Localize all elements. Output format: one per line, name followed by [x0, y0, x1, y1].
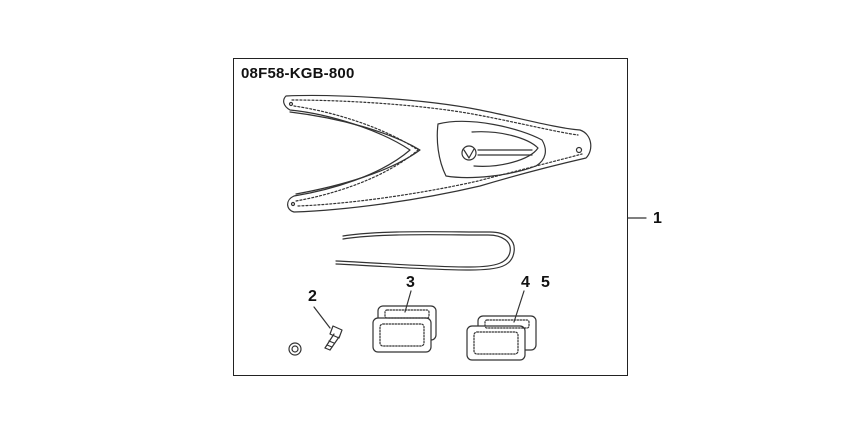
- callout-3: 3: [406, 274, 415, 291]
- pad-set-4-5: [466, 315, 537, 361]
- emblem-plate: [436, 120, 546, 179]
- callout-3-leader: [404, 290, 412, 313]
- callout-2-leader: [313, 306, 331, 329]
- diagram-frame: 08F58-KGB-800: [233, 58, 628, 376]
- tank-pad-outline: [283, 94, 592, 213]
- callout-2: 2: [308, 288, 317, 305]
- washer: [288, 342, 302, 356]
- pad-tip-hole: [575, 146, 583, 154]
- emblem-icon: [461, 145, 477, 161]
- pad-set-3: [372, 305, 437, 353]
- callout-5: 5: [541, 274, 550, 291]
- part-number-label: 08F58-KGB-800: [241, 65, 355, 82]
- tank-pad-stitch-lower: [297, 153, 583, 207]
- wire: [335, 231, 515, 271]
- tank-pad-stitch-upper: [291, 99, 579, 136]
- tank-pad-stitch-inner: [293, 105, 419, 202]
- callout-1: 1: [653, 210, 662, 227]
- callout-4-leader: [513, 290, 525, 323]
- callout-4: 4: [521, 274, 530, 291]
- bolt: [324, 325, 343, 351]
